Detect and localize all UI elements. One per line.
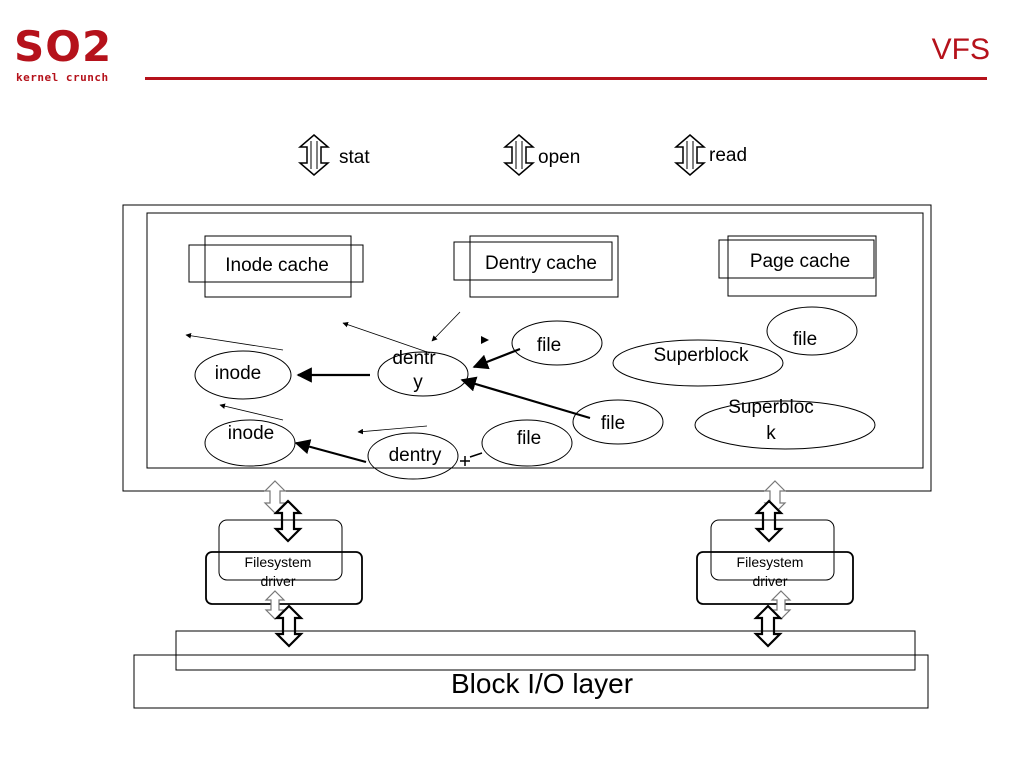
stat-arrow-icon: [297, 134, 331, 176]
thin-arrow: [219, 403, 284, 421]
superblock-node-label: Superblock: [653, 345, 749, 366]
so2-logo: SO2 kernel crunch: [14, 12, 134, 92]
filesystem-driver-label: Filesystem: [245, 554, 312, 570]
filesystem-driver-label: Filesystem: [737, 554, 804, 570]
filesystem-driver-label: driver: [752, 573, 787, 589]
file-node-label: file: [537, 335, 561, 356]
file-to-dentry-arrow-2: [460, 376, 591, 420]
dentry-node-label: y: [413, 372, 423, 393]
syscall-read-label: read: [709, 145, 747, 166]
file-to-dentry-arrow: [472, 347, 521, 370]
file-node: [766, 306, 858, 356]
dentry-node-label: dentr: [392, 348, 436, 369]
block-io-layer-box: [133, 654, 929, 709]
dentry-node: [377, 351, 469, 397]
page-cache-box: [718, 235, 877, 297]
dentry-to-inode-arrow-2: [294, 439, 367, 464]
filesystem-driver-box: [696, 551, 854, 605]
file-node-label: file: [601, 413, 625, 434]
thin-arrow: [185, 333, 284, 351]
connector-mark-icon: [460, 452, 483, 466]
block-io-layer-box-back: [175, 630, 916, 671]
right-link-arrow-icon: [754, 499, 784, 543]
dentry-node-label: dentry: [389, 445, 442, 466]
thin-arrow: [431, 311, 461, 342]
inode-node: [194, 350, 292, 400]
right-driver-arrow-icon: [753, 604, 783, 648]
syscall-open-label: open: [538, 147, 580, 168]
read-arrow-icon: [673, 134, 707, 176]
superblock-node: [694, 400, 876, 450]
title-rule: [145, 77, 987, 80]
filesystem-driver-label: driver: [260, 573, 295, 589]
filesystem-driver-box: [205, 551, 363, 605]
logo-subtitle: kernel crunch: [16, 71, 109, 84]
dentry-cache-box: [453, 235, 619, 298]
syscall-stat-label: stat: [339, 147, 370, 168]
arrowhead-icon: [481, 336, 489, 344]
vfs-outer-box: [122, 204, 932, 492]
superblock-node-label: k: [766, 423, 776, 444]
left-link-arrow-icon: [273, 499, 303, 543]
thin-arrow: [357, 425, 428, 435]
file-node-label: file: [517, 428, 541, 449]
left-driver-arrow-icon: [274, 604, 304, 648]
dentry-node: [367, 432, 459, 480]
filesystem-driver-box-back: [218, 519, 343, 581]
block-io-layer-label: Block I/O layer: [451, 668, 633, 699]
page-cache-label: Page cache: [750, 251, 850, 272]
inode-node-label: inode: [228, 423, 275, 444]
inode-node-label: inode: [215, 363, 262, 384]
inode-cache-box: [188, 235, 364, 298]
open-arrow-icon: [502, 134, 536, 176]
file-node: [572, 399, 664, 445]
logo-mark: SO2: [14, 22, 113, 71]
inode-node: [204, 419, 296, 467]
superblock-node-label: Superbloc: [728, 397, 814, 418]
superblock-node: [612, 339, 784, 387]
file-node: [481, 419, 573, 467]
vfs-inner-box: [146, 212, 924, 469]
file-node: [511, 320, 603, 366]
inode-cache-label: Inode cache: [225, 255, 329, 276]
filesystem-driver-box-back: [710, 519, 835, 581]
file-node-label: file: [793, 329, 817, 350]
dentry-cache-label: Dentry cache: [485, 253, 597, 274]
slide-title: VFS: [931, 33, 990, 66]
thin-arrow: [342, 321, 431, 354]
